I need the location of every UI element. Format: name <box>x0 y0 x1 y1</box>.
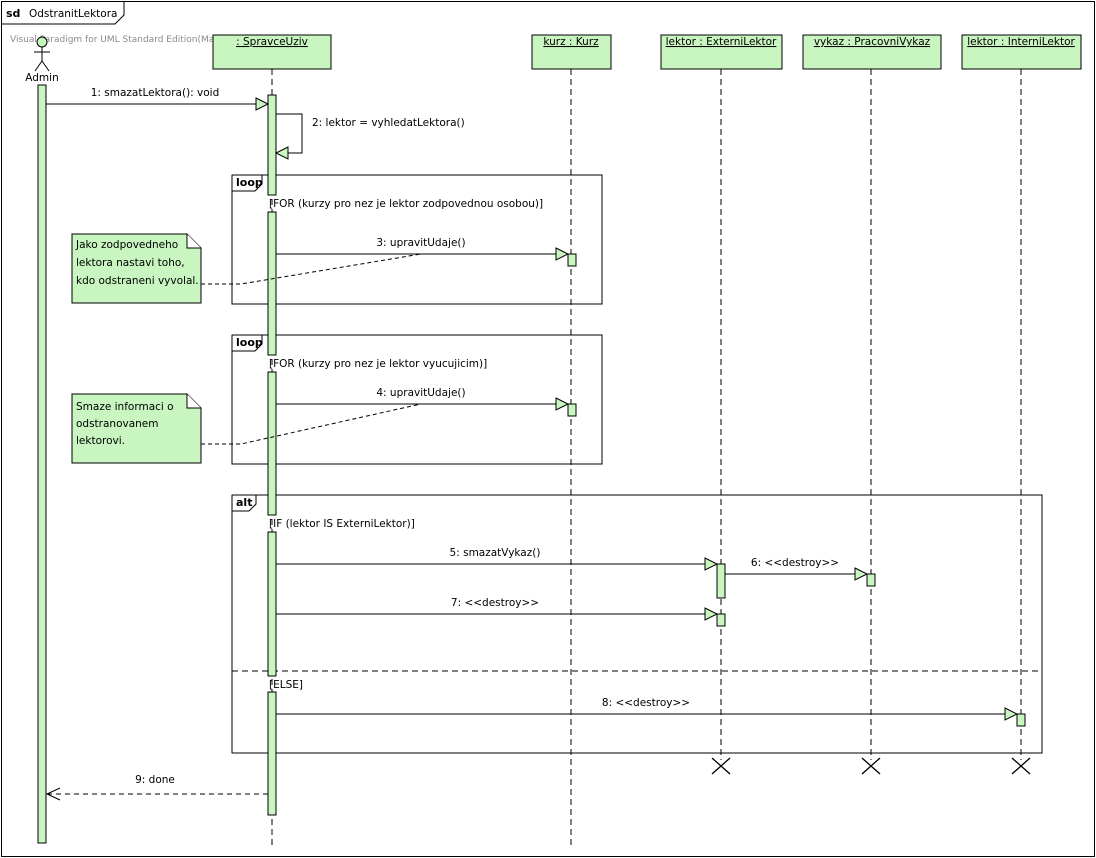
message-6-label: 6: <<destroy>> <box>751 557 839 569</box>
fragment-loop1-operator: loop <box>236 176 263 189</box>
note-2-line: odstranovanem <box>76 418 159 430</box>
lifeline-spravce[interactable]: : SpravceUziv <box>212 34 332 70</box>
message-4: 4: upravitUdaje() <box>276 387 570 411</box>
frame-kind: sd <box>6 7 20 20</box>
frame-title-tab <box>1 1 125 25</box>
note-1-line: lektora nastavi toho, <box>76 257 185 269</box>
note-1-line: Jako zodpovedneho <box>75 239 178 251</box>
frame-title: OdstranitLektora <box>29 8 117 20</box>
fragment-loop1-guard: [FOR (kurzy pro nez je lektor zodpovedno… <box>269 198 543 210</box>
message-2: 2: lektor = vyhledatLektora() <box>274 113 465 160</box>
lifeline-spravce-label: : SpravceUziv <box>236 36 308 48</box>
lifeline-interni-label: lektor : InterniLektor <box>967 36 1075 48</box>
admin-activation <box>37 84 47 844</box>
message-5-label: 5: smazatVykaz() <box>450 547 541 559</box>
lifeline-vykaz-label: vykaz : PracovniVykaz <box>814 36 931 48</box>
fragment-alt-operator: alt <box>236 496 252 509</box>
spravce-activation <box>267 371 277 516</box>
spravce-activation <box>267 211 277 356</box>
vykaz-activation <box>866 573 876 587</box>
note-1-anchor <box>201 253 422 285</box>
message-1-label: 1: smazatLektora(): void <box>91 87 220 99</box>
lifeline-externi[interactable]: lektor : ExterniLektor <box>660 34 783 70</box>
externi-activation <box>716 613 726 627</box>
note-1-line: kdo odstraneni vyvolal. <box>76 275 199 287</box>
message-8: 8: <<destroy>> <box>276 697 1019 721</box>
message-8-label: 8: <<destroy>> <box>602 697 690 709</box>
actor-leg-right <box>41 60 50 72</box>
message-9: 9: done <box>45 774 268 801</box>
actor-head <box>36 36 48 48</box>
destroy-mark-interni <box>1011 757 1031 775</box>
interni-activation <box>1016 713 1026 727</box>
note-2-line: lektorovi. <box>76 435 125 447</box>
fragment-alt-guard-else: [ELSE] <box>269 679 303 691</box>
lifeline-kurz-label: kurz : Kurz <box>543 36 599 48</box>
destroy-mark-externi <box>711 757 731 775</box>
message-5: 5: smazatVykaz() <box>276 547 719 571</box>
message-3-label: 3: upravitUdaje() <box>376 237 465 249</box>
message-3: 3: upravitUdaje() <box>276 237 570 261</box>
fragment-alt-guard-if: [IF (lektor IS ExterniLektor)] <box>269 518 415 530</box>
fragment-loop2: loop [FOR (kurzy pro nez je lektor vyucu… <box>231 334 603 465</box>
message-1: 1: smazatLektora(): void <box>46 87 270 111</box>
fragment-loop2-operator: loop <box>236 336 263 349</box>
fragment-alt: alt [IF (lektor IS ExterniLektor)] [ELSE… <box>231 494 1043 754</box>
lifeline-externi-label: lektor : ExterniLektor <box>666 36 777 48</box>
message-7: 7: <<destroy>> <box>276 597 719 621</box>
externi-activation <box>716 563 726 599</box>
note-2-line: Smaze informaci o <box>76 401 174 413</box>
actor-leg-left <box>34 60 43 72</box>
note-2[interactable]: Smaze informaci o odstranovanem lektorov… <box>71 393 422 464</box>
kurz-activation <box>567 253 577 267</box>
message-7-label: 7: <<destroy>> <box>451 597 539 609</box>
message-4-label: 4: upravitUdaje() <box>376 387 465 399</box>
spravce-activation <box>267 94 277 196</box>
destroy-mark-vykaz <box>861 757 881 775</box>
message-6: 6: <<destroy>> <box>725 557 869 581</box>
message-2-label: 2: lektor = vyhledatLektora() <box>312 117 465 129</box>
lifeline-kurz[interactable]: kurz : Kurz <box>531 34 612 70</box>
fragment-loop1: loop [FOR (kurzy pro nez je lektor zodpo… <box>231 174 603 305</box>
fragment-loop2-guard: [FOR (kurzy pro nez je lektor vyucujicim… <box>269 358 487 370</box>
lifeline-interni[interactable]: lektor : InterniLektor <box>961 34 1082 70</box>
kurz-activation <box>567 403 577 417</box>
watermark: Visual Paradigm for UML Standard Edition… <box>10 35 290 45</box>
lifeline-vykaz[interactable]: vykaz : PracovniVykaz <box>802 34 942 70</box>
spravce-activation <box>267 531 277 677</box>
actor-admin[interactable]: Admin <box>25 36 59 84</box>
message-9-label: 9: done <box>135 774 175 786</box>
note-1[interactable]: Jako zodpovedneho lektora nastavi toho, … <box>71 233 422 304</box>
note-2-anchor <box>201 403 422 445</box>
actor-name: Admin <box>25 72 58 84</box>
spravce-activation <box>267 691 277 816</box>
